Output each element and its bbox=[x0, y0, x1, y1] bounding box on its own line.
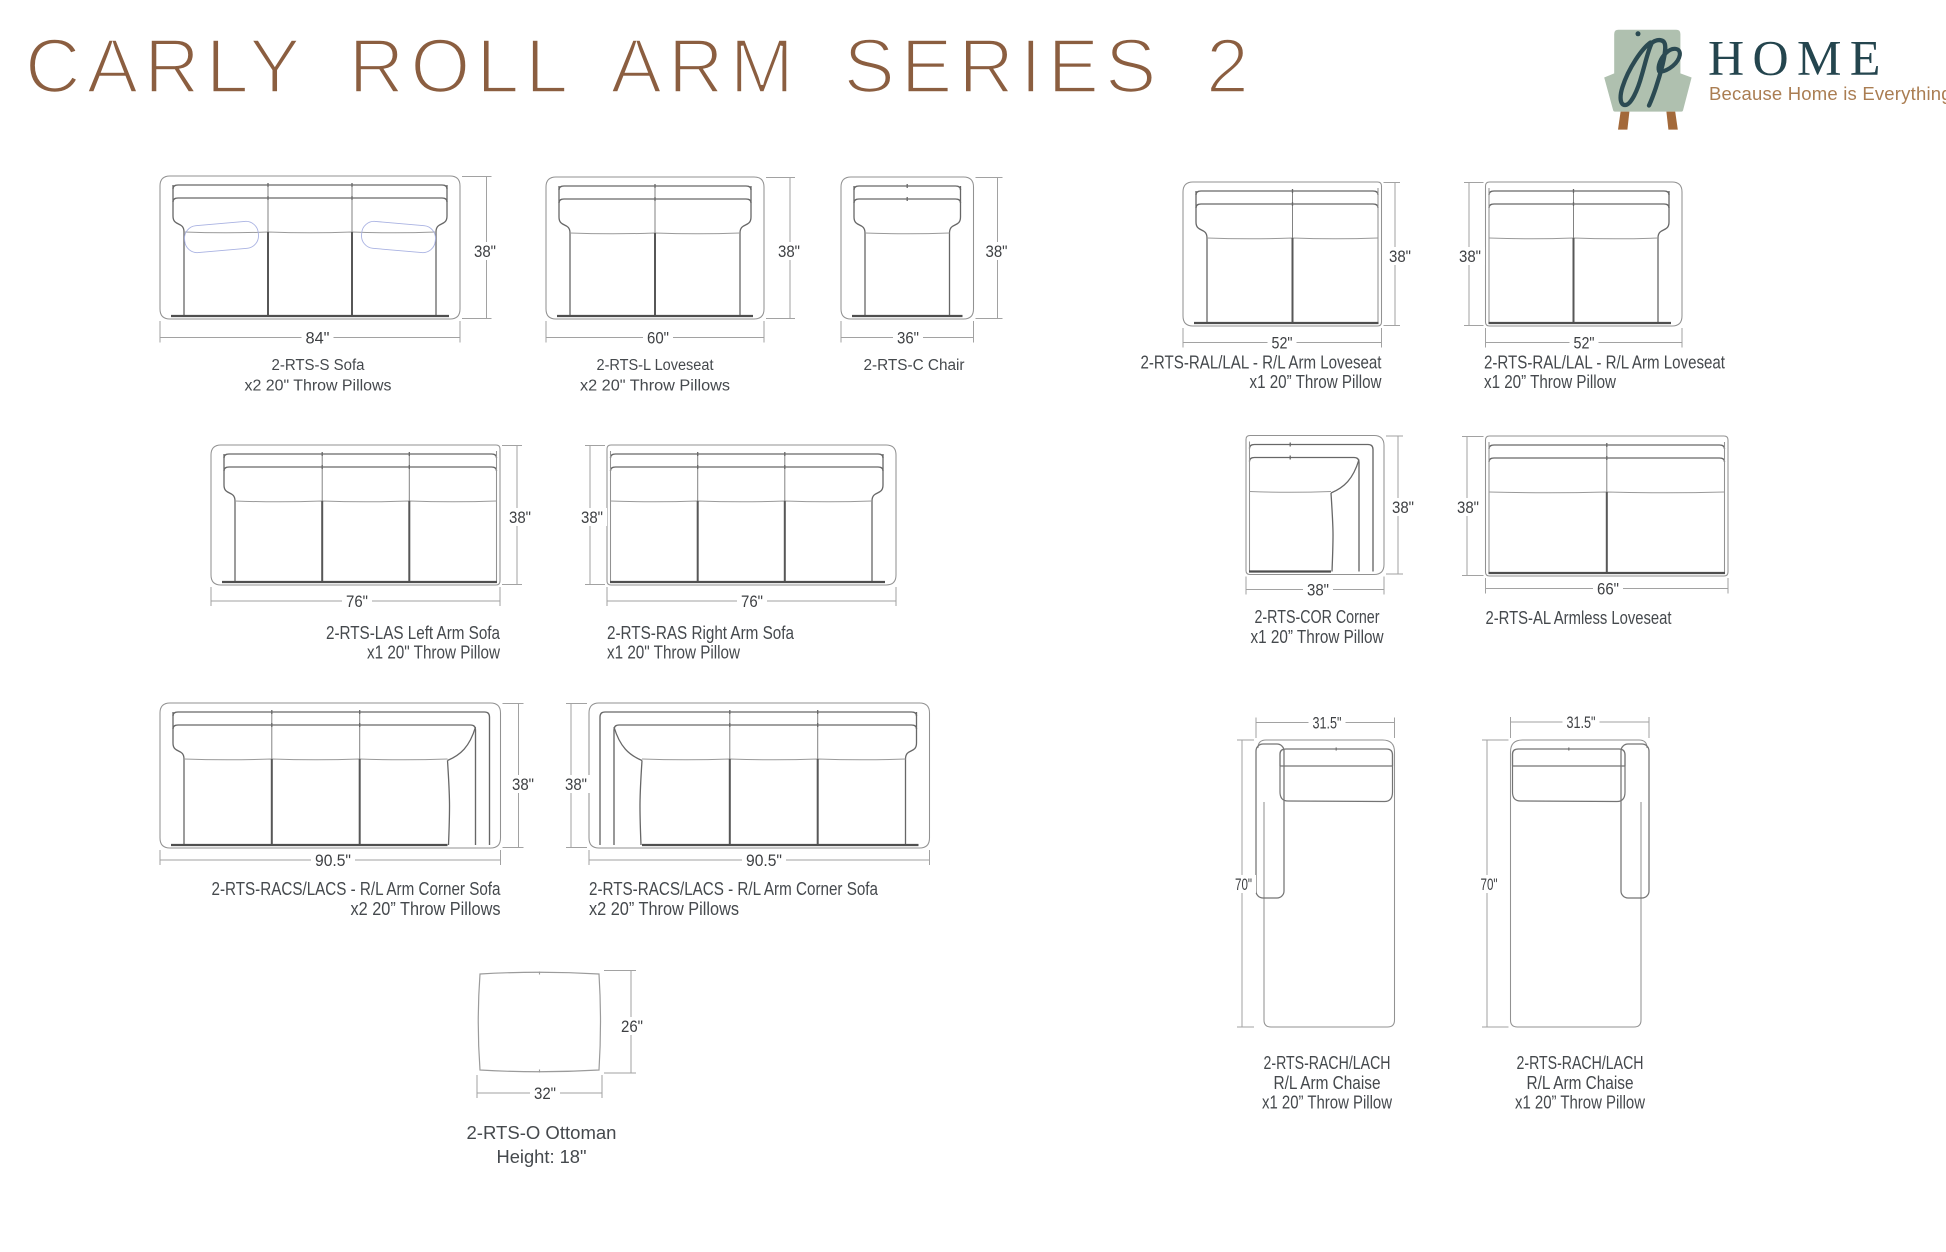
svg-text:2-RTS-L Loveseat: 2-RTS-L Loveseat bbox=[597, 357, 715, 374]
svg-text:70": 70" bbox=[1235, 876, 1252, 894]
svg-text:2-RTS-RAL/LAL - R/L Arm Lovese: 2-RTS-RAL/LAL - R/L Arm Loveseat bbox=[1141, 353, 1382, 373]
svg-text:HOME: HOME bbox=[1708, 30, 1889, 86]
svg-text:x1 20” Throw Pillow: x1 20” Throw Pillow bbox=[1515, 1093, 1646, 1113]
svg-text:2-RTS-S Sofa: 2-RTS-S Sofa bbox=[272, 357, 365, 374]
svg-text:31.5": 31.5" bbox=[1567, 714, 1596, 732]
svg-text:38": 38" bbox=[1307, 582, 1329, 600]
svg-text:76": 76" bbox=[346, 593, 368, 611]
svg-text:60": 60" bbox=[647, 330, 669, 348]
svg-text:38": 38" bbox=[509, 509, 531, 527]
svg-text:Height: 18": Height: 18" bbox=[497, 1146, 587, 1167]
svg-text:x1 20” Throw Pillow: x1 20” Throw Pillow bbox=[1251, 627, 1385, 647]
svg-text:2-RTS-COR Corner: 2-RTS-COR Corner bbox=[1255, 607, 1380, 627]
svg-text:38": 38" bbox=[474, 243, 496, 261]
svg-text:52": 52" bbox=[1272, 335, 1293, 353]
svg-text:x2 20” Throw Pillows: x2 20” Throw Pillows bbox=[351, 899, 501, 919]
svg-text:R/L Arm Chaise: R/L Arm Chaise bbox=[1274, 1073, 1381, 1093]
svg-text:2-RTS-RACH/LACH: 2-RTS-RACH/LACH bbox=[1264, 1053, 1391, 1073]
svg-text:2-RTS-RACH/LACH: 2-RTS-RACH/LACH bbox=[1517, 1053, 1644, 1073]
svg-text:52": 52" bbox=[1574, 335, 1595, 353]
svg-text:x1 20” Throw Pillow: x1 20” Throw Pillow bbox=[1250, 372, 1383, 392]
svg-text:2-RTS-RACS/LACS - R/L Arm Corn: 2-RTS-RACS/LACS - R/L Arm Corner Sofa bbox=[212, 879, 502, 899]
svg-text:38": 38" bbox=[778, 243, 800, 261]
svg-text:x1 20” Throw Pillow: x1 20” Throw Pillow bbox=[1484, 372, 1617, 392]
svg-text:2-RTS-C Chair: 2-RTS-C Chair bbox=[864, 357, 965, 374]
svg-text:x2 20” Throw Pillows: x2 20” Throw Pillows bbox=[589, 899, 739, 919]
svg-text:38": 38" bbox=[565, 776, 587, 794]
svg-text:32": 32" bbox=[534, 1085, 556, 1103]
svg-text:x1 20” Throw Pillow: x1 20” Throw Pillow bbox=[1262, 1093, 1393, 1113]
svg-text:31.5": 31.5" bbox=[1313, 715, 1342, 733]
svg-text:38": 38" bbox=[1459, 248, 1481, 266]
svg-text:x1 20" Throw Pillow: x1 20" Throw Pillow bbox=[607, 643, 741, 663]
svg-text:2-RTS-RAL/LAL - R/L Arm Lovese: 2-RTS-RAL/LAL - R/L Arm Loveseat bbox=[1484, 353, 1725, 373]
svg-text:2-RTS-AL Armless Loveseat: 2-RTS-AL Armless Loveseat bbox=[1486, 608, 1672, 628]
svg-text:26": 26" bbox=[621, 1018, 643, 1036]
svg-text:2-RTS-LAS Left Arm Sofa: 2-RTS-LAS Left Arm Sofa bbox=[326, 623, 501, 643]
svg-text:x1 20" Throw Pillow: x1 20" Throw Pillow bbox=[367, 643, 501, 663]
svg-text:2-RTS-RACS/LACS - R/L Arm Corn: 2-RTS-RACS/LACS - R/L Arm Corner Sofa bbox=[589, 879, 879, 899]
svg-text:84": 84" bbox=[306, 330, 330, 348]
svg-text:70": 70" bbox=[1481, 876, 1498, 894]
svg-text:x2 20" Throw Pillows: x2 20" Throw Pillows bbox=[580, 378, 730, 395]
svg-text:x2 20" Throw Pillows: x2 20" Throw Pillows bbox=[245, 378, 392, 395]
svg-text:38": 38" bbox=[1392, 499, 1414, 517]
svg-text:38": 38" bbox=[512, 776, 534, 794]
svg-text:2-RTS-O Ottoman: 2-RTS-O Ottoman bbox=[467, 1122, 617, 1143]
svg-text:2-RTS-RAS Right Arm Sofa: 2-RTS-RAS Right Arm Sofa bbox=[607, 623, 795, 643]
svg-text:38": 38" bbox=[581, 509, 603, 527]
svg-text:66": 66" bbox=[1597, 581, 1619, 599]
svg-text:36": 36" bbox=[897, 330, 919, 348]
svg-text:38": 38" bbox=[986, 243, 1008, 261]
svg-text:90.5": 90.5" bbox=[746, 852, 782, 870]
svg-text:R/L Arm Chaise: R/L Arm Chaise bbox=[1527, 1073, 1634, 1093]
svg-text:38": 38" bbox=[1389, 248, 1411, 266]
svg-text:90.5": 90.5" bbox=[315, 852, 351, 870]
svg-text:CARLY ROLL ARM SERIES 2: CARLY ROLL ARM SERIES 2 bbox=[25, 24, 1255, 110]
svg-text:76": 76" bbox=[741, 593, 763, 611]
svg-text:Because Home is Everything: Because Home is Everything bbox=[1709, 83, 1946, 104]
svg-text:38": 38" bbox=[1457, 499, 1479, 517]
